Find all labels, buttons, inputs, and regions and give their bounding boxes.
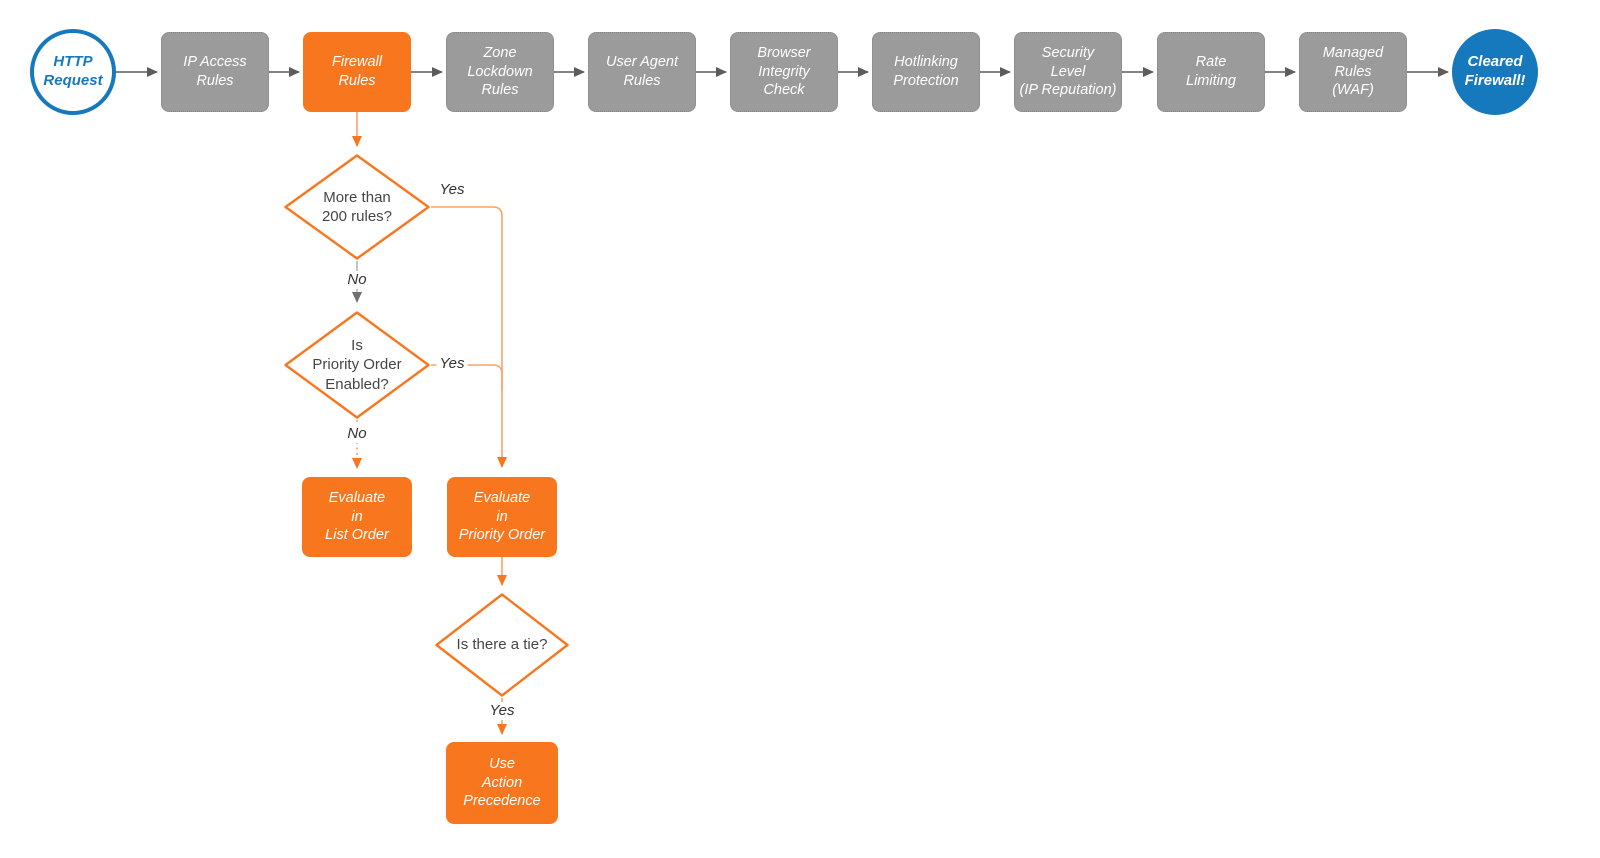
diamond-shape [284,311,430,419]
node-label: IP Access Rules [183,54,247,89]
node-hotlinking-protection: Hotlinking Protection [872,32,980,112]
node-user-agent-rules: User Agent Rules [588,32,696,112]
node-evaluate-in-list-order: Evaluate in List Order [302,477,412,557]
decision-label: Is Priority Order Enabled? [312,336,402,393]
node-label: Use Action Precedence [463,756,541,810]
decision-label: More than 200 rules? [321,188,393,226]
decision-priority-order-enabled: Is Priority Order Enabled? [283,310,431,420]
decision-more-than-200-rules: More than 200 rules? [283,153,431,261]
node-label: Evaluate in Priority Order [458,490,546,544]
node-use-action-precedence: Use Action Precedence [446,742,558,824]
node-managed-rules-waf: Managed Rules (WAF) [1299,32,1407,112]
node-browser-integrity-check: Browser Integrity Check [730,32,838,112]
edge-label-no-decision2: No [344,425,370,443]
diamond-shape [435,593,569,697]
node-http-request-label: HTTP Request [43,53,103,89]
node-label: User Agent Rules [606,54,678,89]
node-evaluate-in-priority-order: Evaluate in Priority Order [447,477,557,557]
node-label: Security Level (IP Reputation) [1019,45,1117,99]
node-rate-limiting: Rate Limiting [1157,32,1265,112]
edge-label-yes-decision1: Yes [436,181,468,199]
node-label: Hotlinking Protection [893,54,959,89]
node-label: Evaluate in List Order [325,490,389,544]
node-cleared-firewall: Cleared Firewall! [1452,29,1538,115]
edge-label-no-decision1: No [344,271,370,289]
node-firewall-rules: Firewall Rules [303,32,411,112]
edge-decision1-yes-to-priority-order [431,206,507,468]
node-zone-lockdown-rules: Zone Lockdown Rules [446,32,554,112]
node-http-request: HTTP Request [30,29,116,115]
node-security-level: Security Level (IP Reputation) [1014,32,1122,112]
node-label: Zone Lockdown Rules [467,45,533,99]
edge-label-yes-decision2: Yes [436,355,468,373]
decision-label: Is there a tie? [456,636,548,654]
node-label: Rate Limiting [1186,54,1236,89]
edge-decision2-yes-to-priority-order [431,364,503,390]
diamond-shape [284,154,430,260]
node-label: Managed Rules (WAF) [1322,45,1384,99]
node-ip-access-rules: IP Access Rules [161,32,269,112]
decision-is-there-a-tie: Is there a tie? [434,592,570,698]
node-cleared-firewall-label: Cleared Firewall! [1464,53,1526,89]
edge-label-yes-decision3: Yes [486,702,518,720]
node-label: Browser Integrity Check [757,45,811,99]
node-label: Firewall Rules [332,54,382,89]
